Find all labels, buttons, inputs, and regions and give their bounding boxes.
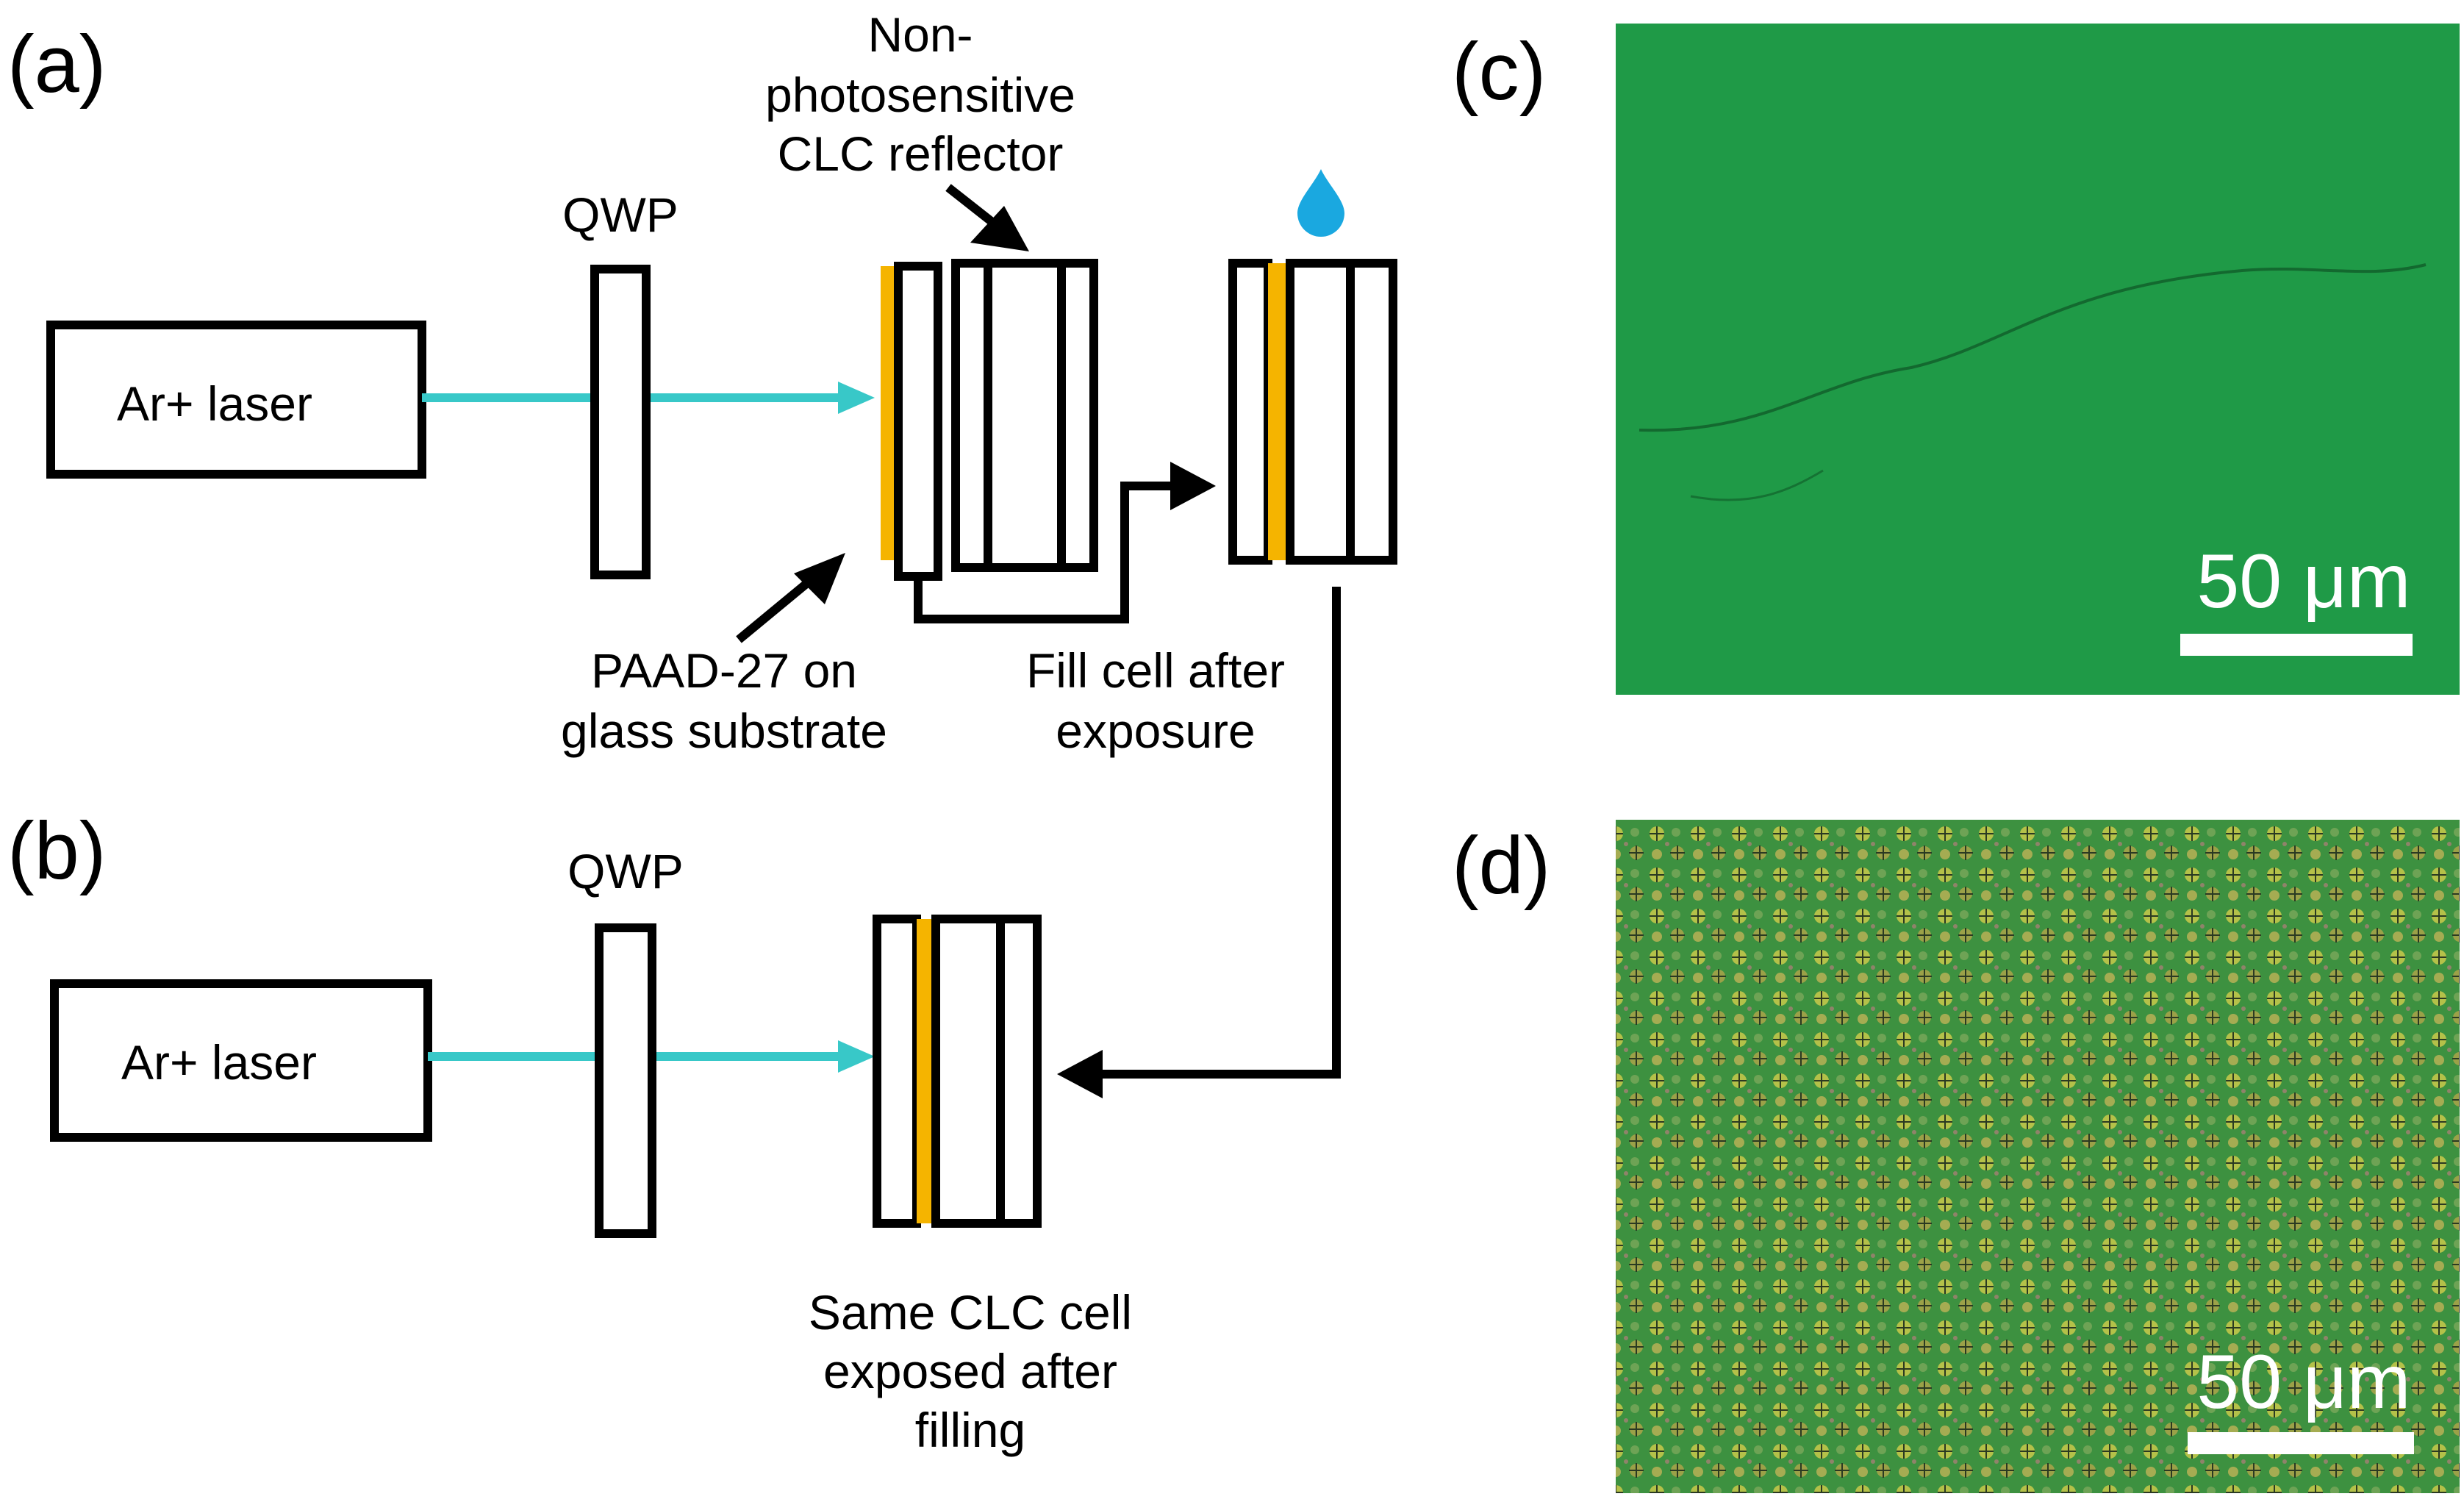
reflector-label-line-3: CLC reflector xyxy=(778,126,1064,181)
cell-b-glass-right xyxy=(996,915,1042,1228)
fill-path-arrow xyxy=(914,482,1183,623)
paad-label-line-1: PAAD-27 on xyxy=(591,643,857,698)
clc-reflector-layer xyxy=(984,259,1066,572)
reflector-label-line-1: Non- xyxy=(867,7,973,62)
same-cell-label-line-1: Same CLC cell xyxy=(809,1285,1132,1340)
scale-bar-label-c: 50 μm xyxy=(2196,539,2410,624)
diagram-b: Ar+ laser QWP Same CLC cell exposed afte… xyxy=(50,844,1132,1457)
laser-label-b: Ar+ laser xyxy=(121,1035,317,1090)
qwp-plate-b xyxy=(595,923,656,1238)
scale-bar-d xyxy=(2188,1432,2414,1454)
laser-label-a: Ar+ laser xyxy=(117,376,312,431)
beam-arrowhead-b xyxy=(838,1040,875,1073)
fill-label-line-1: Fill cell after xyxy=(1026,643,1285,698)
micrograph-d-image xyxy=(1616,820,2460,1493)
cell-b-glass-left xyxy=(873,915,921,1228)
fill-label-line-2: exposure xyxy=(1056,704,1256,758)
micrograph-c-defect-line-2 xyxy=(1690,469,1824,501)
paad-pointer-arrowhead xyxy=(794,553,845,604)
qwp-plate-a xyxy=(590,265,651,579)
filled-cell-glass-right xyxy=(1346,259,1397,565)
panel-label-a: (a) xyxy=(7,19,106,110)
same-cell-label-line-3: filling xyxy=(915,1403,1025,1457)
qwp-label-a: QWP xyxy=(562,187,678,242)
transfer-arrowhead xyxy=(1057,1050,1103,1098)
clc-reflector-glass-right xyxy=(1057,259,1098,572)
transfer-arrow xyxy=(1099,587,1341,1079)
laser-box-b xyxy=(50,979,432,1142)
micrograph-c-defect-line xyxy=(1639,263,2427,432)
paad-label-line-2: glass substrate xyxy=(561,704,887,758)
fill-path-arrowhead xyxy=(1170,462,1216,510)
reflector-pointer-arrowhead xyxy=(970,206,1029,251)
reflector-label-line-2: photosensitive xyxy=(765,68,1075,122)
laser-box-a xyxy=(46,321,426,479)
scale-bar-label-d: 50 μm xyxy=(2196,1340,2410,1425)
micrograph-d: 50 μm xyxy=(1616,820,2460,1493)
filled-cell-clc xyxy=(1286,259,1355,565)
scale-bar-c xyxy=(2180,634,2413,656)
qwp-label-b: QWP xyxy=(567,844,684,898)
beam-arrowhead-a xyxy=(838,382,875,414)
panel-label-d: (d) xyxy=(1452,820,1550,911)
droplet-icon xyxy=(1297,169,1344,237)
filled-cell-glass-left xyxy=(1228,259,1272,565)
micrograph-c: 50 μm xyxy=(1616,24,2460,695)
micrograph-c-image xyxy=(1616,24,2460,695)
same-cell-label-line-2: exposed after xyxy=(823,1344,1117,1398)
clc-reflector-glass-left xyxy=(951,259,992,572)
paad-glass-substrate xyxy=(894,262,942,581)
cell-b-clc xyxy=(931,915,1005,1228)
panel-label-c: (c) xyxy=(1452,26,1546,117)
diagram-a: Ar+ laser QWP Non- photosensitive CLC re… xyxy=(46,7,1397,1098)
panel-label-b: (b) xyxy=(7,806,106,896)
